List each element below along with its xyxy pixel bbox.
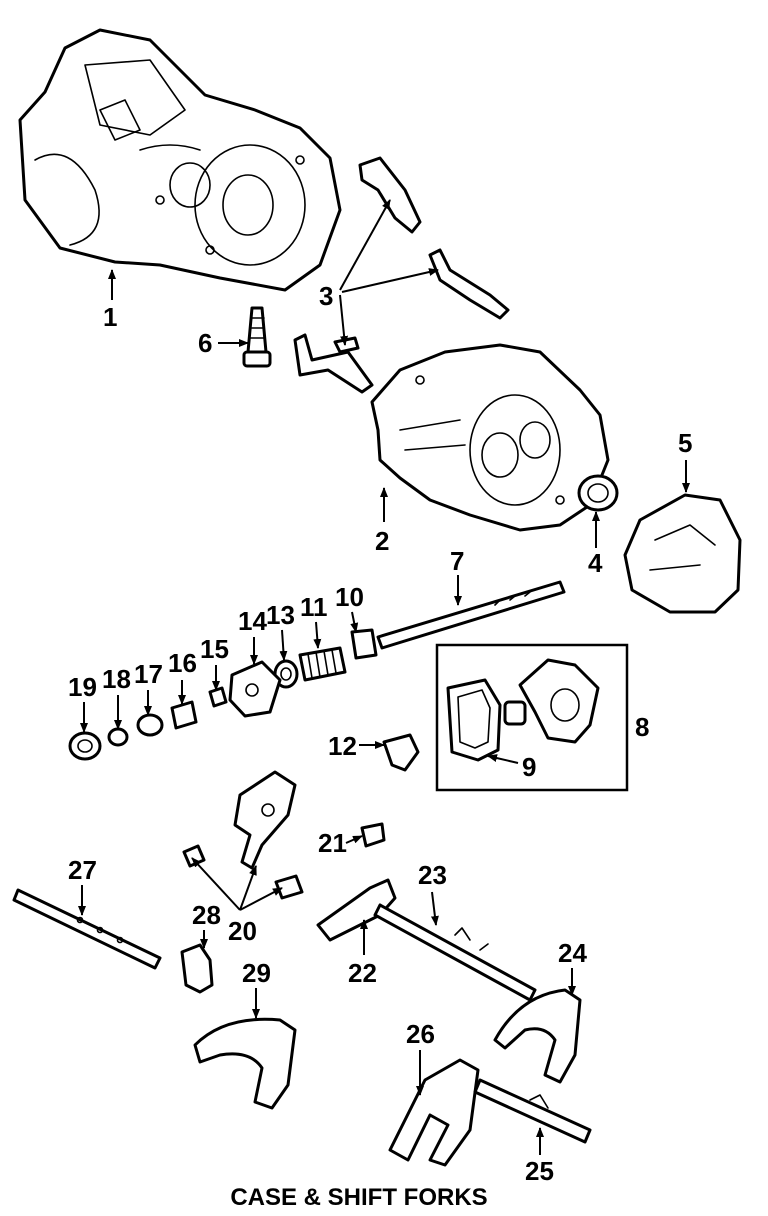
callout-8: 8 [635,712,649,742]
bracket-part-lower [293,333,374,394]
shift-shaft-part [376,580,566,650]
spring-part [298,646,347,682]
shift-fork-22-part [316,878,397,942]
collar-part [382,733,420,772]
callout-17: 17 [134,659,163,689]
leader-lines [78,199,690,1155]
diagram-caption: CASE & SHIFT FORKS [230,1184,487,1211]
shift-fork-26-part [388,1058,480,1167]
oil-seal-part [577,474,619,512]
callout-5: 5 [678,428,692,458]
callout-19: 19 [68,672,97,702]
shift-fork-29-part [193,1017,297,1110]
interlock-part [180,943,214,994]
callout-11: 11 [300,592,328,622]
callout-18: 18 [102,664,131,694]
callout-29: 29 [242,958,271,988]
callout-24: 24 [558,938,587,968]
callout-25: 25 [525,1156,554,1186]
sleeve-part [350,628,378,660]
shift-fork-24-part [493,988,582,1084]
callout-12: 12 [328,731,357,761]
callout-9: 9 [522,752,536,782]
callout-2: 2 [375,526,389,556]
callout-7: 7 [450,546,464,576]
pin-part [107,727,129,747]
callout-16: 16 [168,648,197,678]
bracket-part-middle [428,248,510,320]
plug-part [68,731,102,761]
clip-part [208,686,228,708]
case-cover-part [623,493,742,614]
callout-15: 15 [200,634,229,664]
callout-13: 13 [266,600,295,630]
callout-3: 3 [319,281,333,311]
bolt-part [242,306,272,368]
callout-10: 10 [335,582,364,612]
shift-lever-block-part [228,660,282,718]
retainer-part [518,658,600,744]
bearing-part [503,700,527,726]
bracket-part-upper [358,156,422,234]
shift-rail-27-part [12,888,162,970]
callout-6: 6 [198,328,212,358]
callout-28: 28 [192,900,221,930]
selector-lever-part [182,770,304,900]
callout-20: 20 [228,916,257,946]
callout-1: 1 [103,302,117,332]
boot-part [136,713,164,737]
clutch-housing-part [18,28,342,292]
transaxle-case-part [370,343,610,532]
callout-22: 22 [348,958,377,988]
bushing-part [170,700,198,730]
pin-21-part [360,822,386,848]
callout-14: 14 [238,606,267,636]
callout-labels: 1 2 3 4 5 6 7 8 9 10 11 12 13 14 15 16 1… [68,281,692,1186]
callout-26: 26 [406,1019,435,1049]
retainer-kit-box [435,643,629,792]
callout-21: 21 [318,828,347,858]
callout-4: 4 [588,548,603,578]
callout-23: 23 [418,860,447,890]
shift-rail-23-part [373,903,537,1002]
callout-27: 27 [68,855,97,885]
shift-rail-25-part [473,1078,592,1144]
